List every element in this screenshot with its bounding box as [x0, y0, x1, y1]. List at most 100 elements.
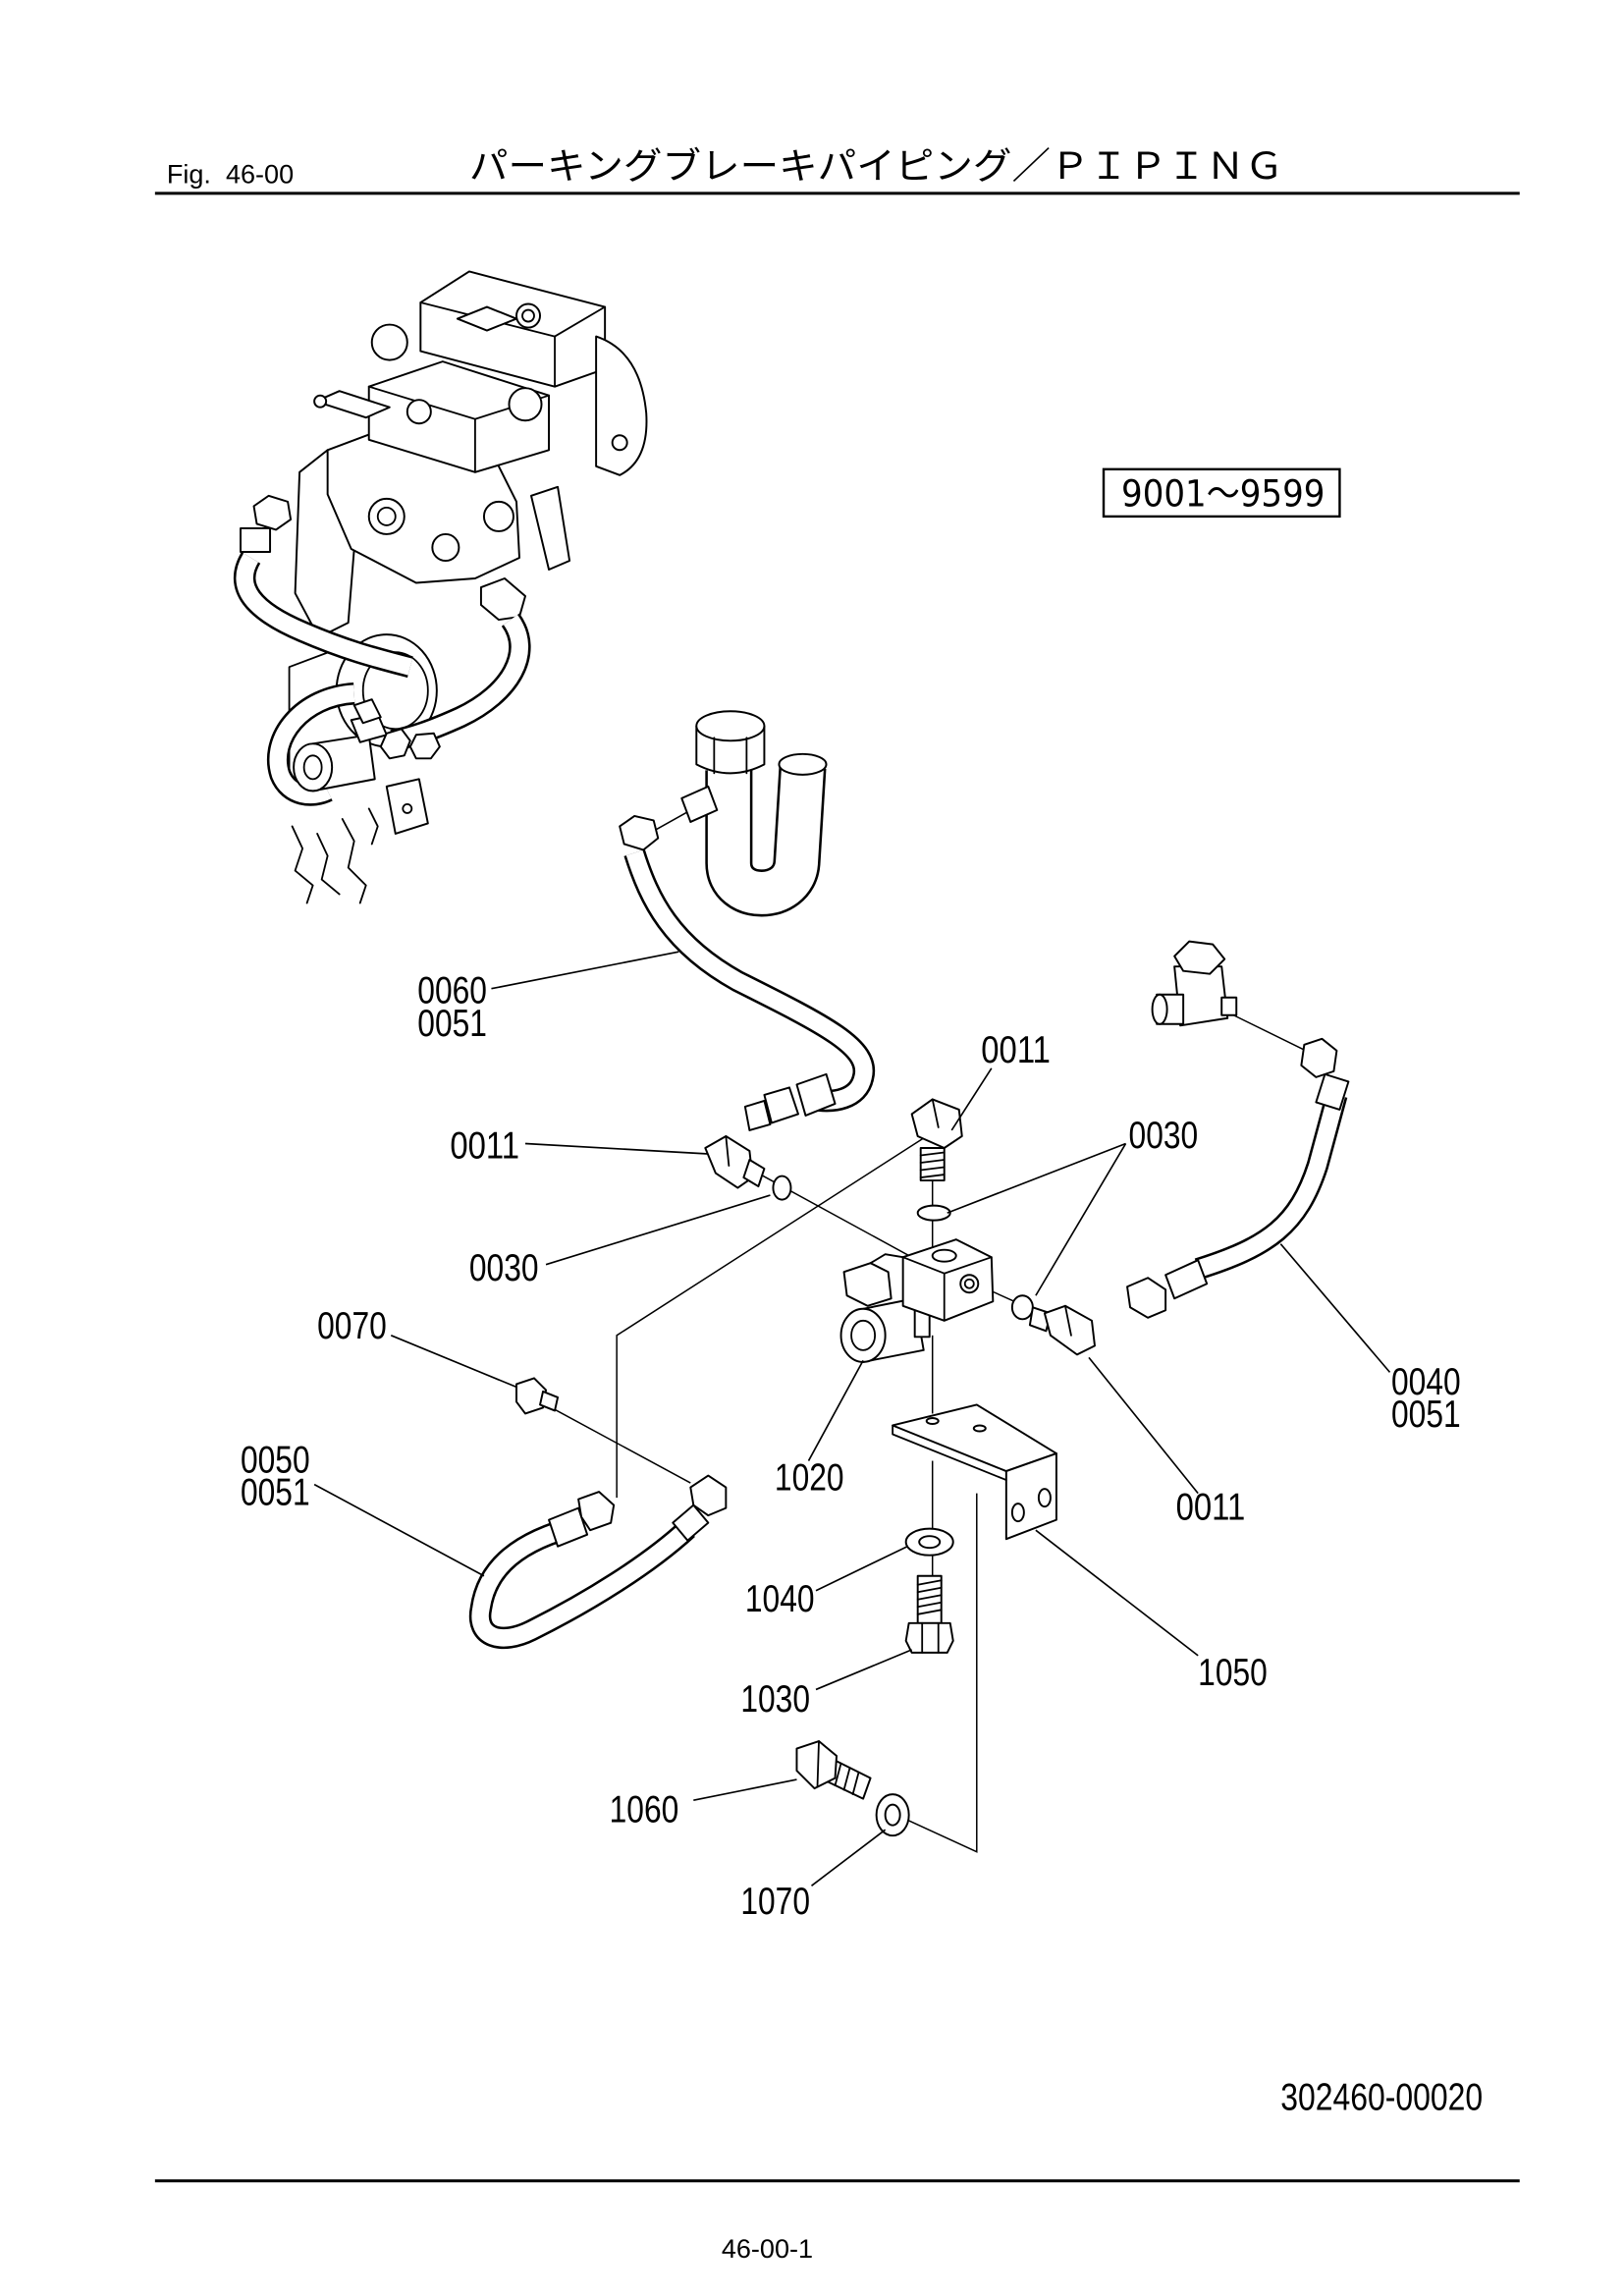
- adapter-fitting-0070: [515, 1377, 560, 1415]
- small-bracket: [385, 778, 429, 835]
- tee-side-port-face: [1151, 993, 1168, 1025]
- hose-swivel-nut: [619, 814, 660, 851]
- leader-line: [807, 1359, 864, 1461]
- callout-labels: 0060 0051 0011 0011 0030 0030 0070 0050 …: [241, 970, 1461, 1923]
- thread-line: [919, 1174, 946, 1178]
- pump-rod-end: [313, 394, 328, 409]
- thread-line: [916, 1579, 943, 1586]
- thread-line: [919, 1166, 946, 1172]
- figure-label: Fig.: [167, 159, 211, 189]
- bolt-hex-head: [904, 1621, 954, 1654]
- assembly-line: [902, 1493, 978, 1853]
- adapter-hex: [515, 1377, 548, 1415]
- bracket-hole: [402, 802, 413, 814]
- adjuster-knob: [370, 323, 408, 361]
- callout-label: 0060: [417, 970, 487, 1012]
- thread-line: [834, 1762, 842, 1787]
- callout-label: 1040: [745, 1578, 815, 1620]
- page-number: 46-00-1: [722, 2234, 813, 2264]
- bolt-hex-edge: [816, 1740, 820, 1788]
- thread-line: [919, 1151, 946, 1157]
- solenoid-face: [293, 742, 334, 793]
- thread-line: [919, 1159, 946, 1164]
- pump-assembly: [234, 270, 648, 904]
- engine-detail-line: [316, 833, 341, 896]
- washer-1040: [904, 1527, 954, 1557]
- pump-lever: [530, 485, 571, 571]
- washer-inner: [884, 1803, 901, 1827]
- valve-port-side: [959, 1274, 980, 1294]
- pump-hose-right: [390, 614, 528, 749]
- serial-range-box: 9001～9599: [1102, 467, 1341, 519]
- leader-line: [810, 1829, 887, 1886]
- mounting-bracket: [892, 1403, 1057, 1541]
- hose-0060: [619, 814, 876, 1131]
- pump-plug: [482, 500, 514, 532]
- hose-swivel-nut: [577, 1491, 616, 1532]
- washer-1070: [875, 1793, 910, 1837]
- hose-body: [625, 849, 873, 1110]
- leader-line: [950, 1067, 993, 1131]
- thread-line: [916, 1609, 943, 1615]
- hex-fitting: [379, 728, 411, 760]
- pump-port: [515, 302, 542, 329]
- callout-label: 0051: [241, 1472, 310, 1514]
- callout-label: 0051: [1391, 1394, 1461, 1436]
- hose-body: [471, 1517, 694, 1647]
- thread-line: [842, 1767, 851, 1791]
- solenoid-valve: [839, 1238, 995, 1363]
- bracket-hole: [1010, 1503, 1025, 1523]
- valve-block: [901, 1238, 995, 1322]
- leader-line: [947, 1142, 1126, 1214]
- pump-hose-adapter: [240, 526, 272, 553]
- hose-swivel-nut: [689, 1474, 728, 1517]
- callout-label: 0011: [1176, 1487, 1246, 1529]
- bracket-hole: [1037, 1488, 1052, 1508]
- page-footer: 302460-00020 46-00-1: [154, 2077, 1520, 2264]
- assembly-line: [1223, 1010, 1307, 1052]
- tee-pipe: [707, 766, 824, 914]
- solenoid-face: [839, 1307, 887, 1363]
- o-ring: [916, 1204, 951, 1222]
- pump-rod-fitting: [314, 390, 391, 419]
- leader-line: [815, 1649, 912, 1691]
- leader-line: [390, 1335, 517, 1389]
- pump-port: [406, 399, 432, 425]
- elbow-edge: [1064, 1304, 1072, 1337]
- pump-hose-left: [236, 553, 413, 676]
- elbow-edge: [931, 1098, 940, 1128]
- callout-label: 1070: [740, 1881, 810, 1923]
- leader-lines: [313, 951, 1391, 1886]
- leader-line: [545, 1194, 771, 1266]
- hose-crimp-sleeve: [795, 1072, 837, 1117]
- hose-0050: [468, 1474, 728, 1650]
- leader-line: [815, 1545, 908, 1592]
- serial-range: 9001～9599: [1121, 471, 1325, 515]
- hose-crimp-sleeve: [548, 1506, 589, 1548]
- callout-label: 1030: [740, 1678, 810, 1721]
- figure-number: 46-00: [226, 159, 294, 189]
- callout-label: 0050: [241, 1440, 310, 1482]
- assembly-line: [545, 1403, 691, 1484]
- leader-line: [1279, 1243, 1391, 1373]
- hose-end-tee-fitting: [680, 710, 828, 917]
- leader-line: [524, 1142, 709, 1155]
- callout-label: 0011: [450, 1125, 519, 1168]
- pump-port-inner: [376, 506, 397, 526]
- leader-line: [1035, 1143, 1127, 1296]
- adapter-stub: [539, 1390, 560, 1412]
- callout-label: 0051: [417, 1003, 487, 1045]
- hose-crimp-sleeve: [1315, 1072, 1350, 1111]
- hose-0040: [1126, 1037, 1350, 1319]
- callout-label: 1020: [775, 1457, 844, 1500]
- hose-crimp-sleeve: [672, 1503, 710, 1542]
- pump-hex-nut: [252, 494, 293, 531]
- callout-label: 1050: [1198, 1652, 1268, 1694]
- tee-hex-cap: [1173, 940, 1226, 975]
- hose-swivel-nut: [1126, 1277, 1167, 1319]
- solenoid-face-inner: [302, 754, 323, 781]
- solenoid-connector: [842, 1262, 893, 1307]
- pump-plug: [431, 532, 460, 562]
- tee-adapter: [680, 785, 719, 823]
